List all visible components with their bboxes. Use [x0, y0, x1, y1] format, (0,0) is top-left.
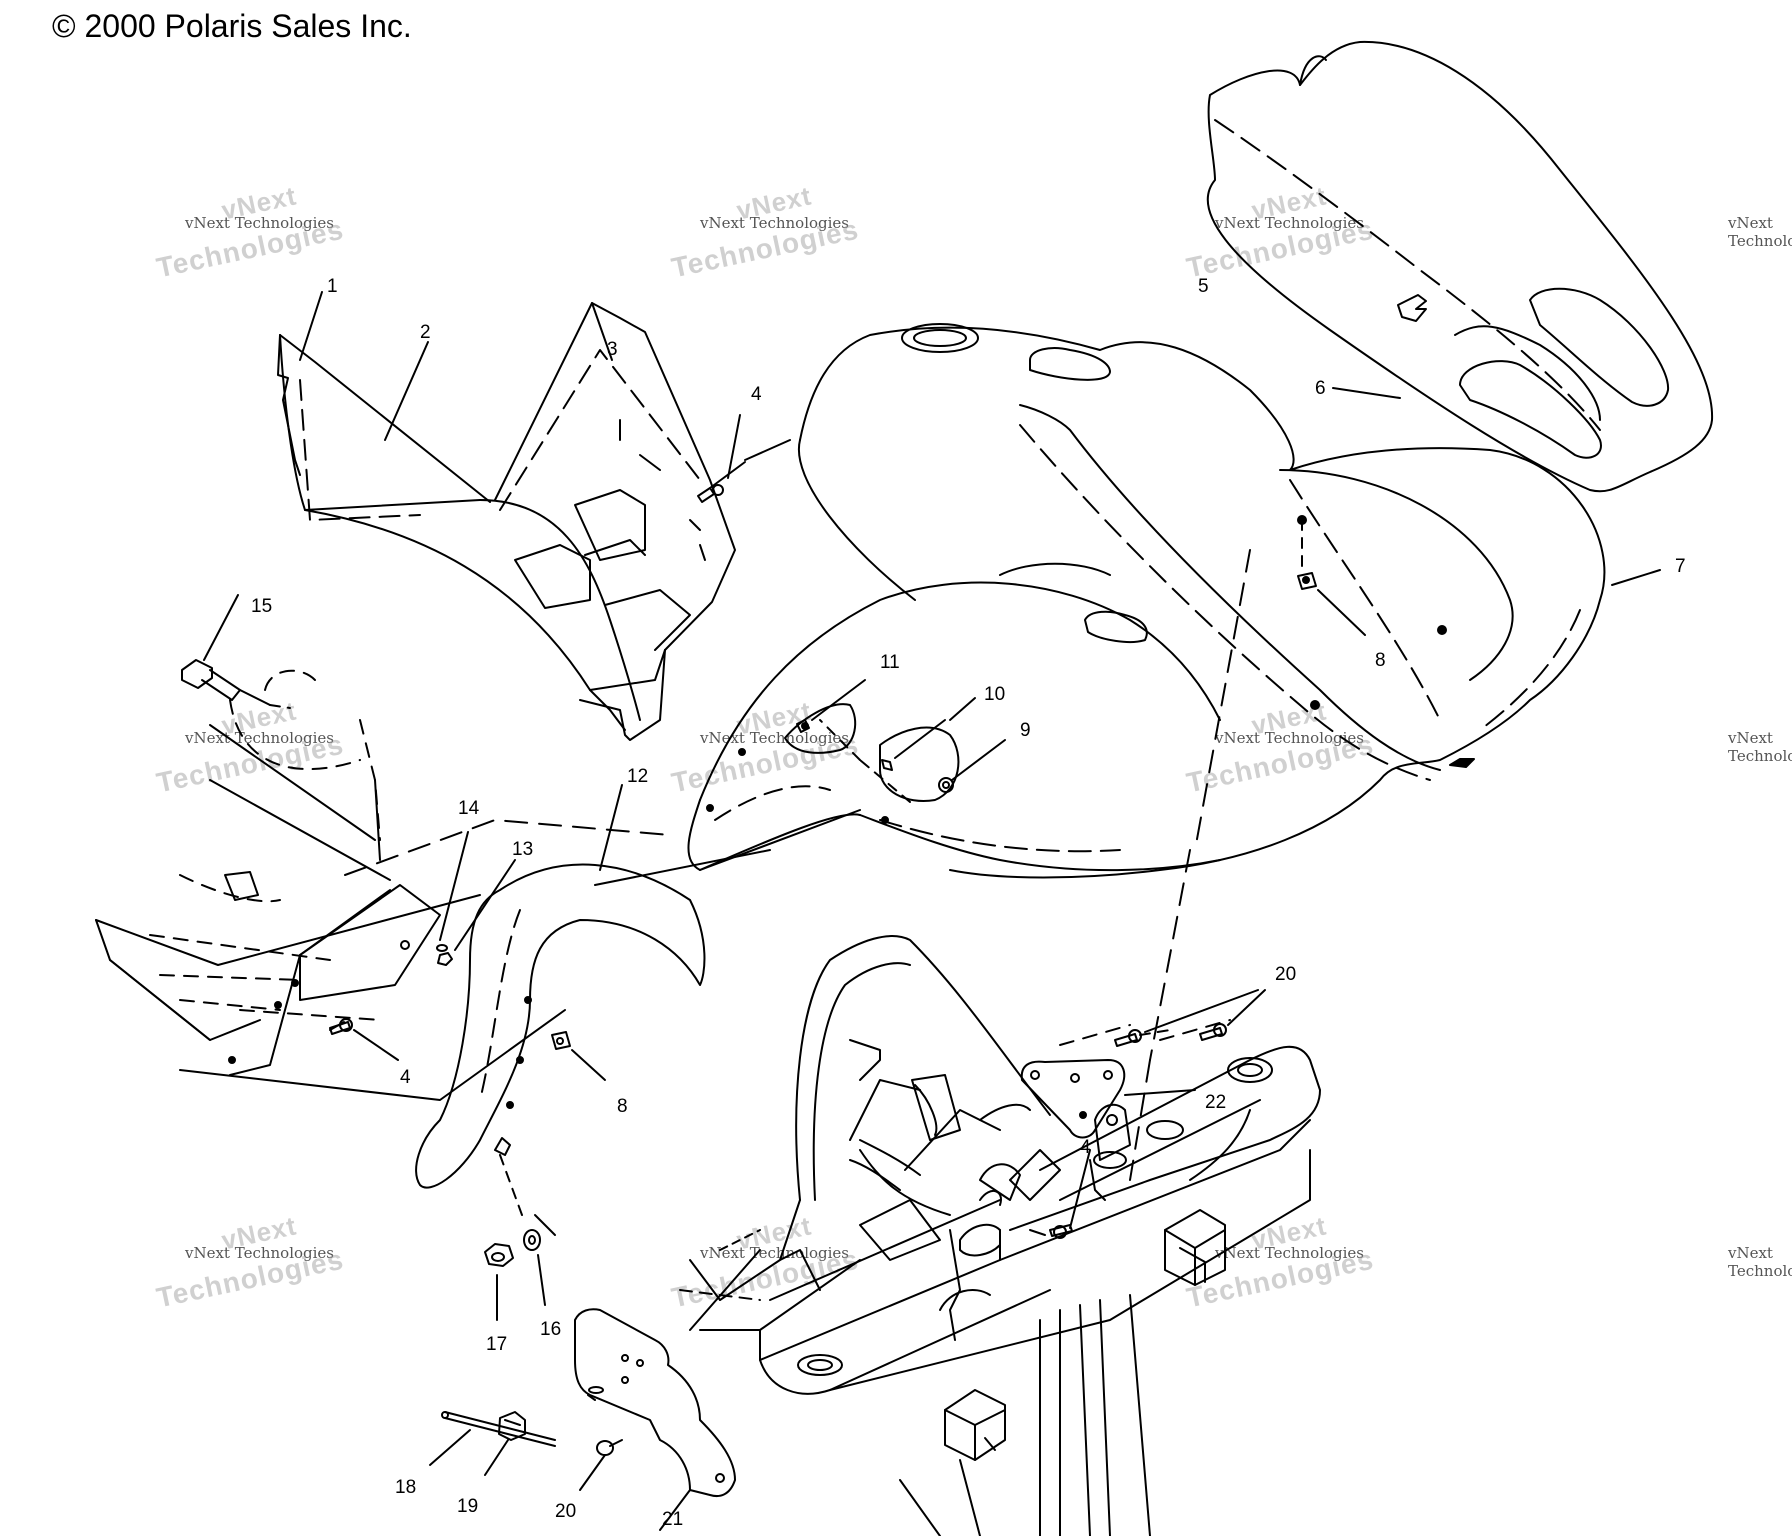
callout-22: 22: [1205, 1092, 1226, 1113]
callout-21: 21: [662, 1509, 683, 1530]
callout-2: 2: [420, 322, 431, 343]
callout-3: 3: [607, 339, 618, 360]
leader-dash: [1194, 549, 1251, 851]
part-12-fender-flare: [415, 784, 771, 1189]
callout-9: 9: [1020, 720, 1031, 741]
callout-5: 5: [1198, 276, 1209, 297]
callout-15: 15: [251, 596, 272, 617]
callout-4-lower-left: 4: [400, 1067, 411, 1088]
callout-14: 14: [458, 798, 480, 819]
callout-4: 4: [751, 384, 762, 405]
part-18-19-pin-clip: [429, 1411, 556, 1476]
part-4-bolt-lower-left: [329, 1018, 399, 1061]
callout-16: 16: [540, 1319, 561, 1340]
part-9-10-11-hardware: [784, 679, 1006, 803]
part-22-plate: [1020, 1019, 1231, 1139]
callout-labels: 1 2 3 4 4 4 5 6 7 8 8 9 10 11 12 13 14 1…: [251, 276, 1686, 1530]
part-1-2-3-side-panels: [277, 291, 736, 741]
callout-10: 10: [984, 684, 1005, 705]
callout-8-lower: 8: [617, 1096, 628, 1117]
part-15-bolt-and-footrest: [95, 594, 671, 1101]
frame-assembly: [679, 935, 1321, 1536]
part-20-bolts-right: [1114, 989, 1266, 1047]
callout-8-upper: 8: [1375, 650, 1386, 671]
callout-13: 13: [512, 839, 533, 860]
callout-19: 19: [457, 1496, 478, 1517]
part-8-lower-nut: [551, 1031, 606, 1081]
part-16-17-nut-washer: [484, 1154, 556, 1321]
part-13-14-fasteners: [436, 831, 516, 966]
callout-7: 7: [1675, 556, 1686, 577]
part-8-upper-nut: [1297, 519, 1366, 636]
part-5-rear-rack-cover: [1206, 40, 1714, 493]
part-4-bolt-upper: [697, 414, 791, 503]
leader-dash: [1129, 1059, 1151, 1181]
callout-1: 1: [327, 276, 338, 297]
callout-17: 17: [486, 1334, 507, 1355]
part-7-rear-fender: [687, 323, 1661, 879]
callout-6: 6: [1315, 378, 1326, 399]
part-20-screw-lower: [579, 1439, 623, 1491]
copyright-notice: © 2000 Polaris Sales Inc.: [52, 8, 412, 44]
callout-18: 18: [395, 1477, 416, 1498]
callout-12: 12: [627, 766, 648, 787]
callout-11: 11: [880, 652, 900, 673]
leader-dash: [1149, 849, 1191, 1061]
callout-20-upper: 20: [1275, 964, 1296, 985]
part-4-bolt-frame: [1029, 1149, 1091, 1239]
callout-20-lower: 20: [555, 1501, 576, 1522]
callout-4-frame: 4: [1080, 1137, 1091, 1158]
part-6-clip: [1332, 294, 1427, 399]
part-21-mud-flap: [574, 1308, 736, 1531]
